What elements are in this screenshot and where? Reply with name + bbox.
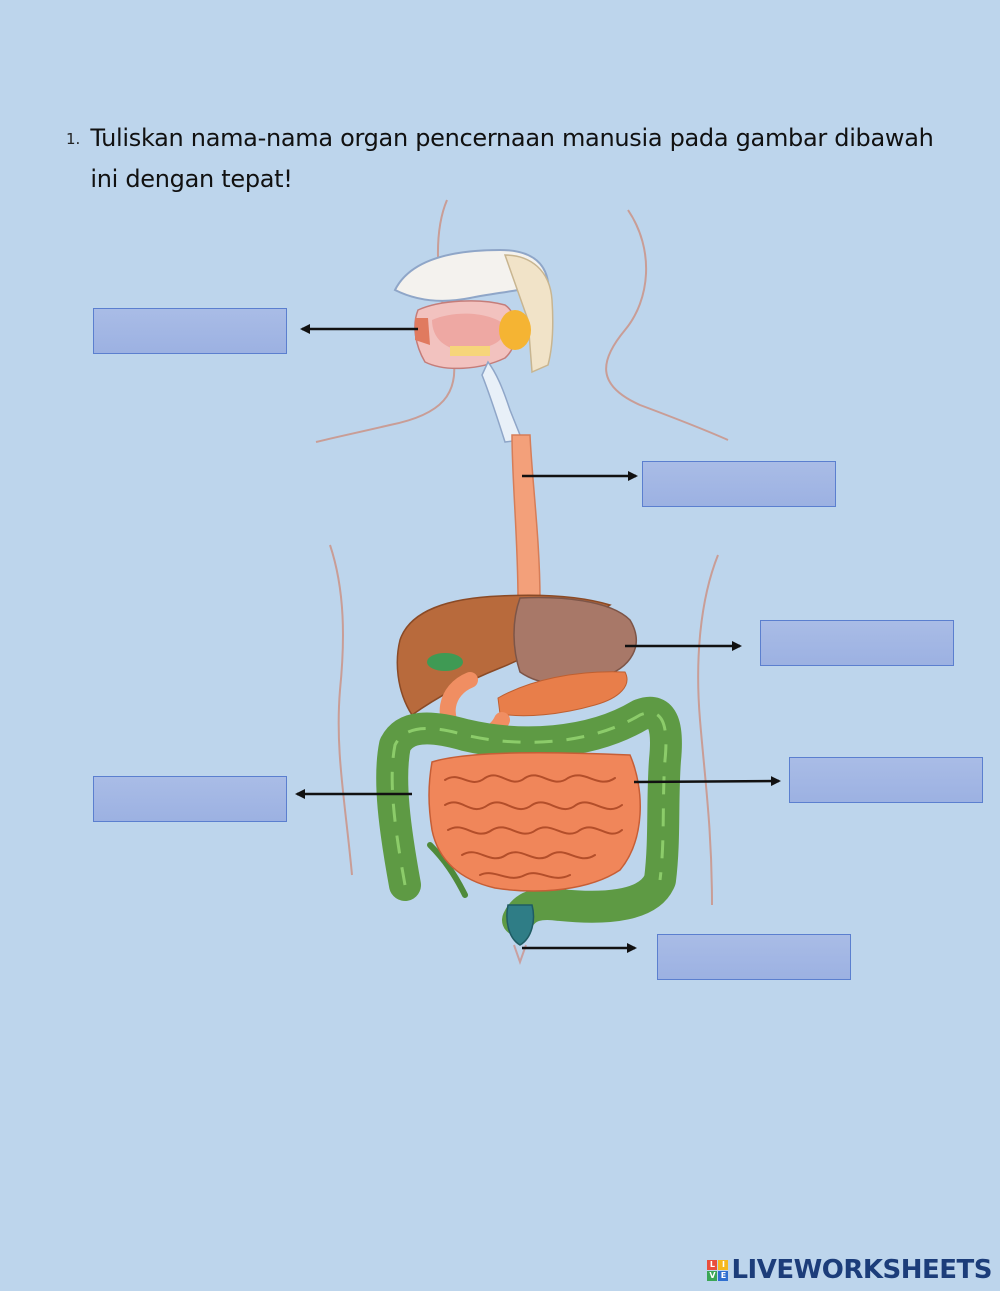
pharynx: [481, 360, 524, 443]
question: 1. Tuliskan nama-nama organ pencernaan m…: [66, 118, 946, 200]
teeth: [450, 346, 490, 356]
body-outline-neck-right: [605, 209, 729, 441]
arrow-small-intestine: [633, 776, 781, 787]
leader-arrows: [295, 324, 781, 953]
appendix: [427, 842, 468, 898]
tongue: [432, 313, 506, 351]
answer-box-mouth[interactable]: [93, 308, 287, 354]
liveworksheets-brand[interactable]: L I V E LIVEWORKSHEETS: [707, 1255, 992, 1285]
large-intestine-band: [390, 711, 668, 886]
answer-box-esophagus[interactable]: [642, 461, 836, 507]
rectum: [506, 904, 535, 946]
question-number: 1.: [66, 130, 81, 148]
answer-box-small-intestine[interactable]: [789, 757, 983, 803]
liveworksheets-wordmark: LIVEWORKSHEETS: [731, 1255, 992, 1285]
skull-bone: [503, 254, 554, 374]
salivary-gland: [499, 310, 531, 350]
head-mouth: [393, 248, 554, 443]
answer-box-stomach[interactable]: [760, 620, 954, 666]
stomach: [513, 596, 637, 685]
small-intestine: [428, 751, 641, 892]
liveworksheets-logo-icon: L I V E: [707, 1259, 729, 1281]
question-text: Tuliskan nama-nama organ pencernaan manu…: [90, 124, 934, 193]
pancreas: [497, 671, 628, 717]
body-outline-torso-left: [329, 544, 353, 876]
answer-box-large-intestine[interactable]: [93, 776, 287, 822]
anus: [513, 944, 527, 966]
body-outline-torso-right: [697, 554, 719, 906]
lips: [415, 318, 430, 345]
answer-box-anus[interactable]: [657, 934, 851, 980]
gallbladder: [427, 653, 463, 671]
esophagus: [511, 434, 541, 601]
small-intestine-folds: [444, 774, 623, 879]
